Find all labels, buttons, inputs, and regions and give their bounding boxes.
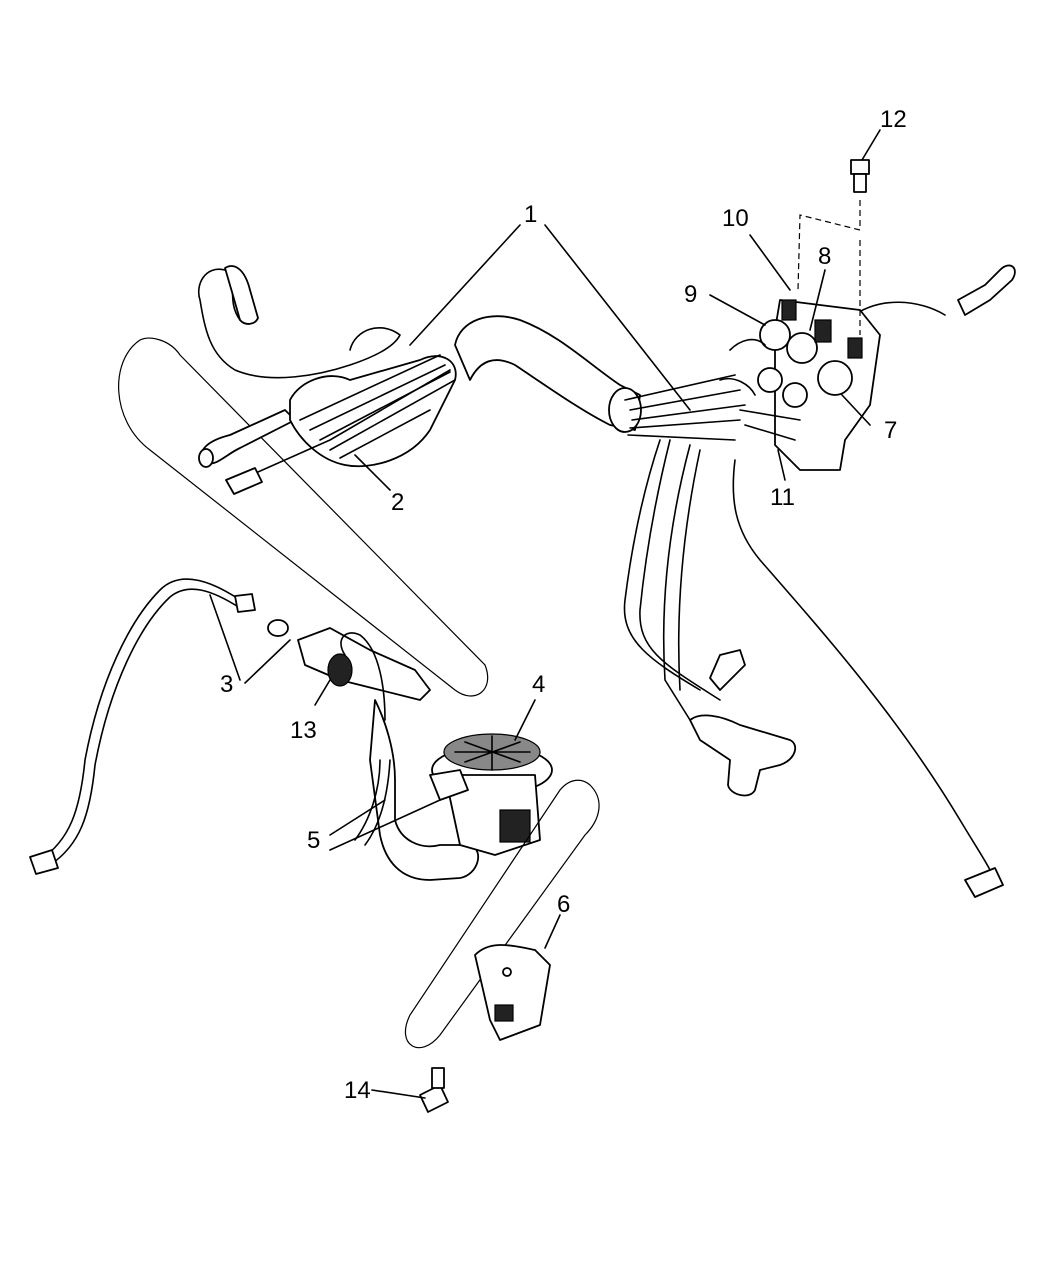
callout-4: 4 [532,671,545,698]
tube-part-3 [39,578,241,861]
callout-14: 14 [344,1077,371,1104]
callout-12: 12 [880,106,907,133]
tube-part-3-inner [49,588,241,866]
long-cable-right [732,459,991,871]
bolt-12-guide [797,200,861,335]
callout-8: 8 [818,243,831,270]
tube-end-middle [709,649,746,691]
callout-3: 3 [220,671,233,698]
leader-13 [314,679,331,706]
callout-7: 7 [884,417,897,444]
leader-8 [809,269,826,331]
leader-11 [777,449,786,481]
callout-2: 2 [391,489,404,516]
solenoid-block [719,299,881,471]
callout-5: 5 [307,827,320,854]
bolt-14 [419,1067,449,1113]
callout-1: 1 [524,201,537,228]
leader-5 [329,799,441,851]
bracket-part-6 [474,944,551,1041]
callout-10: 10 [722,205,749,232]
leader-12 [861,129,881,161]
long-tubes-middle [623,439,721,721]
leader-1 [409,224,691,411]
leader-10 [749,234,791,291]
callout-9: 9 [684,281,697,308]
detail-outline-lower [404,779,600,1048]
purge-valve [429,733,553,856]
leader-4 [514,699,536,741]
callout-6: 6 [557,891,570,918]
callout-11: 11 [770,484,795,511]
connector-left [225,467,263,495]
leader-14 [371,1089,426,1099]
connector-upper-right [957,264,1016,316]
tube-end-lower [689,714,797,797]
bolt-12 [850,159,870,193]
main-hose-end [608,387,642,433]
leader-2 [354,454,391,491]
connector-lower-right [964,867,1004,898]
tube-part-3-end-right [234,593,256,613]
check-valve-assembly [267,619,431,721]
leader-7 [841,394,871,426]
harness-lines-right [624,374,746,441]
harness-wire-left [239,369,451,481]
leader-3 [209,594,291,684]
hose-part-5-extra [354,759,391,846]
vent-hose-loop [198,268,401,379]
leader-6 [544,914,561,949]
callout-13: 13 [290,717,317,744]
harness-tubes-left [299,354,456,459]
leader-9 [709,294,766,326]
tube-part-3-end-left [29,849,59,875]
detail-outline-upper [118,337,489,697]
short-hose-left [200,409,296,465]
short-hose-end [198,448,214,468]
vent-hose-end [224,265,259,325]
